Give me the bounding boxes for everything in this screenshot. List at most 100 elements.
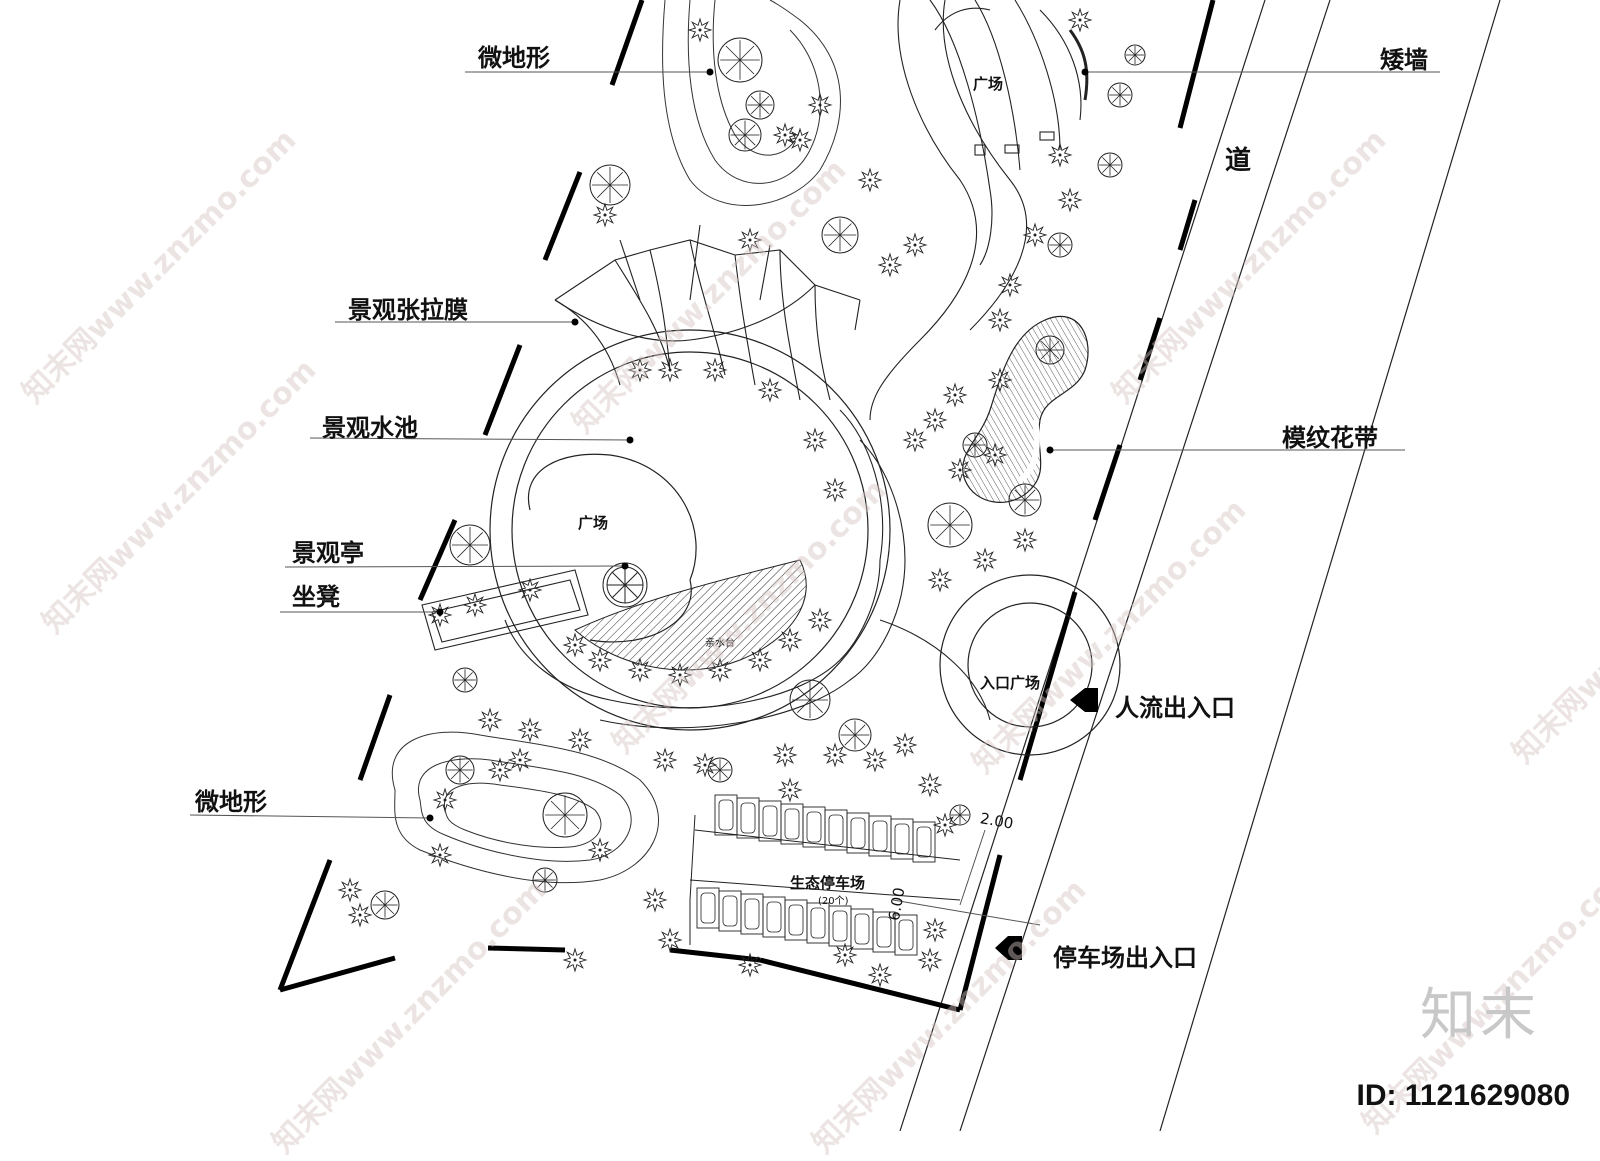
tree-symbol: [821, 216, 859, 254]
entry-plaza-label: 入口广场: [980, 674, 1041, 692]
tree-symbol: [449, 524, 491, 566]
car-symbol: [850, 817, 866, 849]
shrub-symbol: [737, 227, 763, 253]
shrub-symbol: [972, 547, 998, 573]
shrub-symbol: [652, 747, 678, 773]
parking-stall: [806, 902, 830, 944]
parking-stall: [780, 803, 804, 845]
car-symbol: [876, 916, 892, 948]
shrub-symbol: [997, 272, 1023, 298]
shrub-symbol: [567, 727, 593, 753]
parking-stall: [850, 908, 874, 950]
shrub-symbol: [427, 842, 453, 868]
plaza-top-label: 广场: [973, 75, 1004, 93]
shrub-symbol: [592, 202, 618, 228]
parking-entry-arrow: [995, 936, 1022, 960]
tension-membrane: [554, 224, 861, 401]
shrub-symbol: [777, 627, 803, 653]
shrub-symbol: [927, 567, 953, 593]
car-symbol: [766, 901, 782, 933]
tree-symbol: [1107, 82, 1133, 108]
shrub-symbol: [737, 952, 763, 978]
shrub-symbol: [877, 252, 903, 278]
shrub-symbol: [657, 357, 683, 383]
tree-symbol: [370, 890, 400, 920]
shrub-symbol: [1067, 7, 1093, 33]
parking-stall: [740, 893, 764, 935]
pavilion: [602, 562, 648, 608]
parking-stall: [758, 800, 782, 842]
shrub-symbol: [922, 917, 948, 943]
shrub-symbol: [642, 887, 668, 913]
tree-symbol: [1035, 335, 1065, 365]
tree-symbol: [838, 718, 872, 752]
car-symbol: [744, 898, 760, 930]
micro-terrain-bottom-contours: [391, 731, 659, 884]
car-symbol: [762, 805, 778, 837]
top-plaza: [929, 0, 1089, 266]
tree-symbol: [589, 164, 631, 206]
entry-plaza: [939, 574, 1121, 756]
parking-stall: [824, 809, 848, 851]
tree-symbol: [1008, 483, 1042, 517]
parking-stall: [736, 797, 760, 839]
parking-stall: [802, 806, 826, 848]
shrub-symbol: [802, 427, 828, 453]
car-symbol: [740, 802, 756, 834]
site-boundary: [277, 0, 1216, 1013]
car-symbol: [722, 895, 738, 927]
site-plan-drawing: [189, 0, 1501, 1131]
bench-label: 坐凳: [292, 583, 340, 611]
shrub-symbol: [477, 707, 503, 733]
tree-symbol: [949, 804, 971, 826]
shrub-symbol: [947, 457, 973, 483]
car-symbol: [810, 907, 826, 939]
shrub-symbol: [462, 592, 488, 618]
car-symbol: [916, 826, 932, 858]
parking-stall: [912, 821, 936, 863]
parking-stall: [762, 896, 786, 938]
shrub-symbol: [832, 942, 858, 968]
car-symbol: [718, 799, 734, 831]
shrub-symbol: [627, 657, 653, 683]
trees-layer: [337, 7, 1146, 988]
water-platform-label: 亲水台: [705, 638, 735, 649]
car-symbol: [784, 808, 800, 840]
parking-stall: [828, 905, 852, 947]
pattern-flower-belt: [962, 315, 1089, 503]
shrub-symbol: [917, 947, 943, 973]
tree-symbol: [728, 118, 762, 152]
shrub-symbol: [702, 357, 728, 383]
tree-symbol: [927, 502, 973, 548]
tree-symbol: [1124, 44, 1146, 66]
car-symbol: [854, 913, 870, 945]
entry-arrows: [995, 688, 1098, 960]
shrub-symbol: [432, 787, 458, 813]
parking-count-label: (20个): [818, 896, 849, 907]
water-pool-label: 景观水池: [322, 414, 418, 442]
shrub-symbol: [987, 367, 1013, 393]
brand-logo: 知末: [1420, 983, 1540, 1048]
tree-symbol: [445, 755, 475, 785]
tree-symbol: [532, 867, 558, 893]
shrub-symbol: [902, 232, 928, 258]
tree-symbol: [1097, 152, 1123, 178]
shrub-symbol: [942, 382, 968, 408]
shrub-symbol: [917, 772, 943, 798]
shrub-symbol: [667, 662, 693, 688]
path-network: [504, 0, 1028, 729]
parking-lot: [689, 814, 961, 945]
shrub-symbol: [922, 407, 948, 433]
car-symbol: [832, 910, 848, 942]
shrub-symbol: [1022, 222, 1048, 248]
shrub-symbol: [757, 377, 783, 403]
car-symbol: [788, 904, 804, 936]
shrub-symbol: [987, 307, 1013, 333]
pedestrian-entry-arrow: [1070, 688, 1098, 712]
bench-area: [421, 569, 589, 651]
shrub-symbol: [562, 632, 588, 658]
parking-stall: [894, 914, 918, 956]
shrub-symbol: [777, 777, 803, 803]
shrub-symbol: [772, 122, 798, 148]
shrub-symbol: [687, 17, 713, 43]
